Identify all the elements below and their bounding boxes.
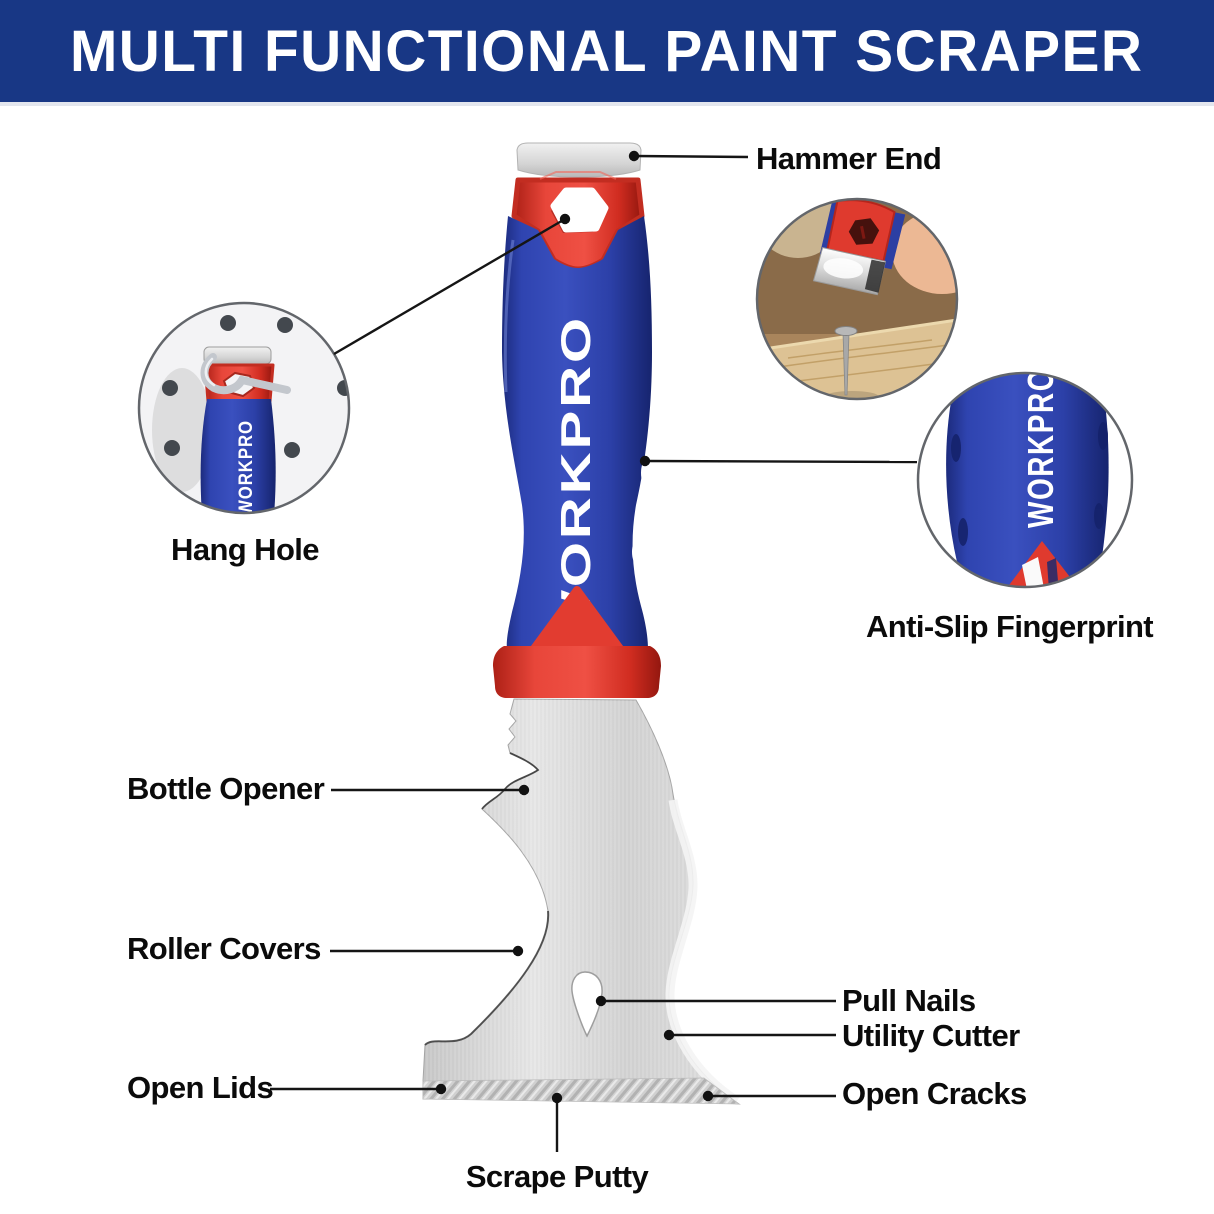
pegboard-holes	[162, 315, 349, 458]
inset-hex-slot	[860, 225, 866, 239]
inset-hang-hole: WORKPRO	[137, 301, 351, 516]
header-banner: MULTI FUNCTIONAL PAINT SCRAPER	[0, 0, 1214, 106]
inset-white-slash	[1022, 557, 1047, 587]
callout-label-open-cracks: Open Cracks	[842, 1076, 1027, 1111]
leader-lines	[270, 154, 918, 1152]
grip-highlight	[503, 239, 515, 393]
inset-red-v	[992, 541, 1094, 587]
scraper-blade	[422, 698, 741, 1105]
utility-cutter-bevel	[665, 799, 740, 1105]
callout-label-scrape-putty: Scrape Putty	[465, 1159, 649, 1194]
red-top-ridge	[539, 171, 617, 180]
inset-grip-large	[946, 373, 1109, 587]
brand-text-inset-pegboard: WORKPRO	[236, 420, 257, 516]
hand	[892, 210, 957, 294]
inset-hammer-use	[755, 197, 959, 401]
callout-label-roller-covers: Roller Covers	[127, 931, 321, 966]
callout-label-utility-cutter: Utility Cutter	[842, 1018, 1020, 1053]
inset-circle-border	[755, 197, 959, 401]
grip-groove	[506, 537, 514, 559]
pegboard-hook-highlight	[204, 357, 216, 387]
callout-label-pull-nails: Pull Nails	[842, 983, 976, 1018]
callout-label-open-lids: Open Lids	[127, 1070, 274, 1105]
paint-scraper-illustration: WORKPRO	[422, 142, 741, 1105]
leader-hammer-end	[633, 154, 749, 159]
plank-edge	[757, 318, 957, 352]
grip-groove	[641, 460, 651, 486]
ferrule-band	[493, 646, 661, 698]
leader-dots	[435, 150, 714, 1104]
brand-text-inset-grip: WORKPRO	[1020, 368, 1061, 528]
inset-grip-grooves	[951, 422, 1108, 546]
callout-label-bottle-opener: Bottle Opener	[127, 771, 325, 806]
callout-label-hang-hole: Hang Hole	[171, 532, 319, 567]
inset-anti-slip: WORKPRO	[916, 368, 1134, 589]
callout-label-anti-slip: Anti-Slip Fingerprint	[866, 609, 1154, 644]
grip-groove	[496, 413, 504, 437]
inset-circle-border	[916, 371, 1134, 589]
grip-groove	[632, 541, 640, 563]
callout-label-hammer-end: Hammer End	[756, 141, 942, 176]
nail-pull-hole	[571, 971, 603, 1038]
inset-rubber-pad	[864, 259, 886, 293]
scraping-edge-bevel	[422, 1077, 741, 1105]
leader-anti-slip	[644, 459, 918, 464]
tool-shadow	[152, 368, 212, 492]
inset-circle-border	[137, 301, 351, 515]
hang-hole-hex	[550, 187, 609, 233]
handle-grip	[502, 216, 652, 650]
chrome-shine	[823, 258, 864, 279]
page-title: MULTI FUNCTIONAL PAINT SCRAPER	[70, 18, 1144, 84]
roller-cover-curve	[424, 910, 550, 1046]
tool-handle: WORKPRO	[493, 142, 661, 698]
bottle-opener-notch	[481, 752, 540, 810]
inset-grip	[200, 399, 276, 513]
nail-head	[834, 326, 858, 336]
leader-hang-hole	[333, 217, 566, 356]
hammer-cap	[516, 142, 642, 178]
inset-hammer-tool	[812, 199, 906, 296]
inset-dark-sliver	[1047, 558, 1060, 587]
